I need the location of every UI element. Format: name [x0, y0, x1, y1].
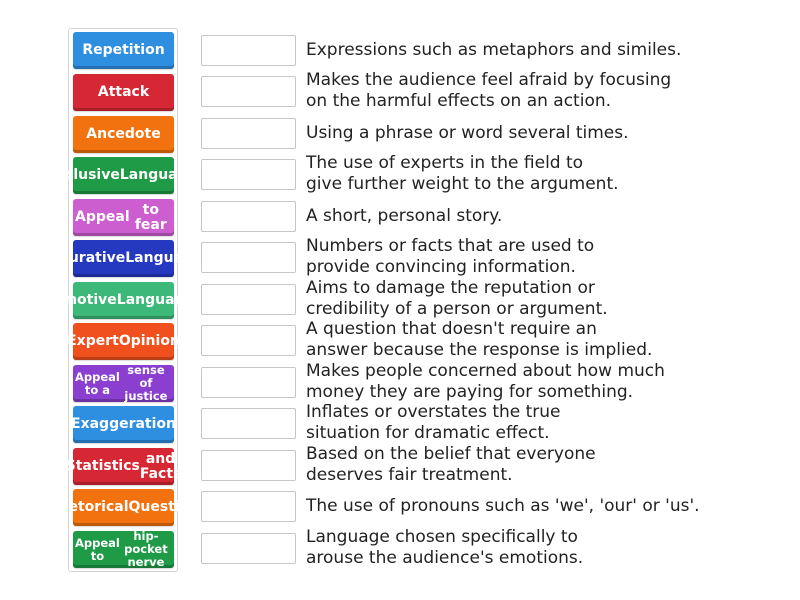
term-tile-label-line: Language	[125, 250, 203, 266]
answer-drop-slot[interactable]	[201, 35, 296, 66]
answer-drop-slot[interactable]	[201, 76, 296, 107]
term-tile-label-line: Emotive	[52, 292, 117, 308]
definition-text: The use of experts in the field to give …	[306, 153, 619, 194]
term-tile-label-line: Appeal to a	[75, 369, 120, 397]
term-tile-ancedote[interactable]: Ancedote	[73, 116, 174, 153]
answer-drop-slot[interactable]	[201, 159, 296, 190]
answer-drop-slot[interactable]	[201, 533, 296, 564]
definition-text: Inflates or overstates the true situatio…	[306, 402, 561, 443]
term-tile-label-line: Attack	[97, 84, 150, 100]
answer-drop-slot[interactable]	[201, 491, 296, 522]
term-tile-label-line: Exaggeration	[71, 416, 177, 432]
term-tile-label-line: Inclusive	[49, 167, 120, 183]
answer-drop-slot[interactable]	[201, 408, 296, 439]
term-tile-label-line: Statistics	[65, 458, 140, 474]
term-tile-exaggeration[interactable]: Exaggeration	[71, 406, 177, 443]
definition-text: A short, personal story.	[306, 205, 503, 226]
term-tile-label-line: Language	[116, 292, 195, 308]
definition-text: Based on the belief that everyone deserv…	[306, 444, 596, 485]
definition-text: Expressions such as metaphors and simile…	[306, 39, 682, 60]
definition-text: Numbers or facts that are used to provid…	[306, 236, 595, 277]
term-tile-label-line: Rhetorical	[47, 499, 129, 515]
term-tile-label-line: Appeal	[75, 209, 130, 225]
term-tile-repetition[interactable]: Repetition	[73, 32, 174, 69]
term-tile-label-line: Question	[128, 499, 200, 515]
term-tile-label-line: Opinion	[118, 333, 180, 349]
answer-drop-slot[interactable]	[201, 284, 296, 315]
definition-text: The use of pronouns such as 'we', 'our' …	[306, 495, 700, 516]
answer-drop-slot[interactable]	[201, 118, 296, 149]
definition-text: A question that doesn't require an answe…	[306, 319, 653, 360]
answer-drop-slot[interactable]	[201, 201, 296, 232]
answer-drop-slot[interactable]	[201, 325, 296, 356]
term-tile-label-line: Expert	[67, 333, 119, 349]
term-tile-attack[interactable]: Attack	[73, 74, 174, 111]
term-tile-label-line: to fear	[134, 201, 167, 233]
term-tile-label-line: and Facts	[139, 450, 182, 482]
definition-text: Makes the audience feel afraid by focusi…	[306, 70, 672, 111]
term-tile-label-line: Figurative	[44, 250, 126, 266]
answer-drop-slot[interactable]	[201, 367, 296, 398]
definition-text: Language chosen specifically to arouse t…	[306, 527, 584, 568]
definition-text: Aims to damage the reputation or credibi…	[306, 278, 608, 319]
term-tile-label-line: Appeal to	[75, 535, 120, 563]
answer-drop-slot[interactable]	[201, 450, 296, 481]
answer-drop-slot[interactable]	[201, 242, 296, 273]
term-tile-label-line: sense of justice	[124, 363, 168, 403]
term-tile-label-line: hip-pocket nerve	[124, 529, 168, 569]
term-tile-label-line: Language	[119, 167, 198, 183]
definition-text: Makes people concerned about how much mo…	[306, 361, 665, 402]
term-tile-label-line: Ancedote	[86, 126, 161, 142]
term-tile-label-line: Repetition	[82, 42, 165, 58]
definition-text: Using a phrase or word several times.	[306, 122, 629, 143]
